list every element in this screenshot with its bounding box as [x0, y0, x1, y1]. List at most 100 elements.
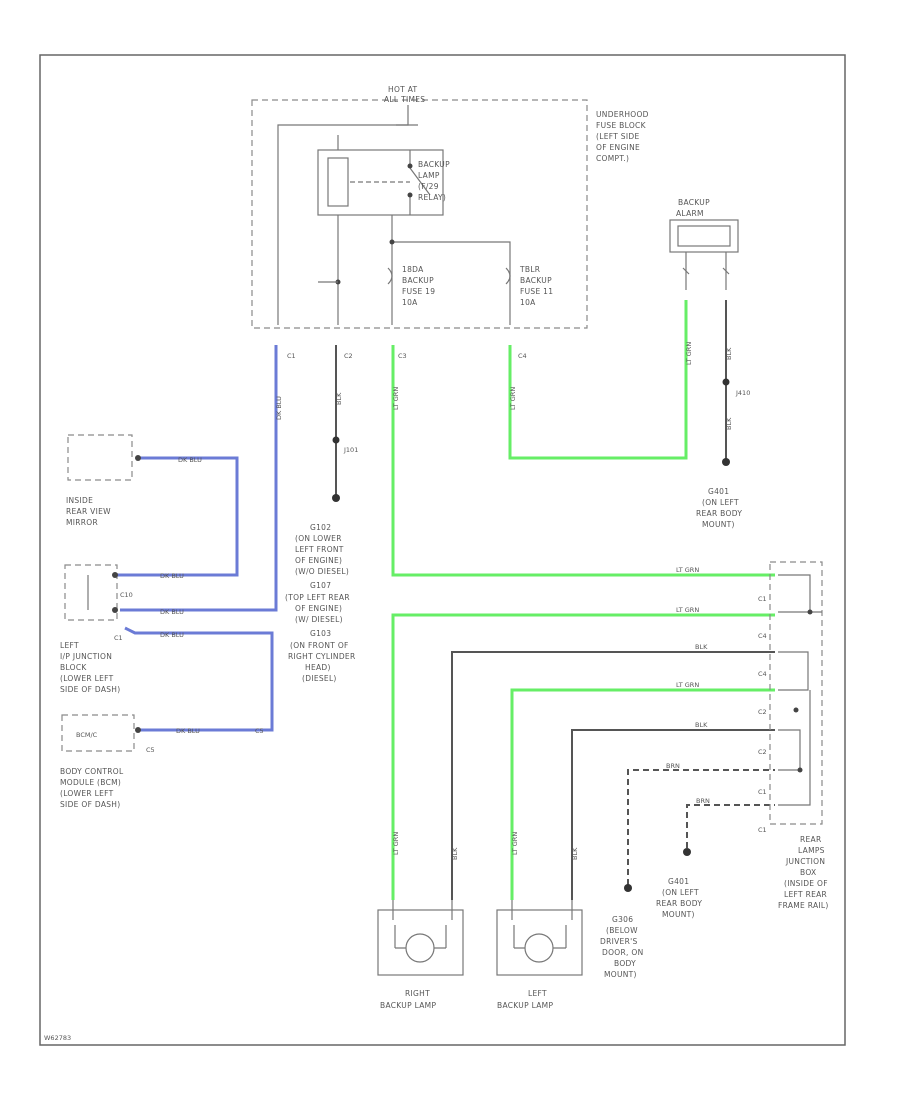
relay-label-1: BACKUP	[418, 160, 450, 169]
backup-alarm-label-1: BACKUP	[678, 198, 710, 207]
backup-alarm: BACKUP ALARM	[669, 198, 739, 290]
svg-text:RIGHT CYLINDER: RIGHT CYLINDER	[288, 652, 355, 661]
wire-blk-left-lamp	[571, 729, 775, 900]
wire-lt-grn-alarm	[508, 300, 688, 460]
wire-lt-grn-right-lamp	[391, 613, 775, 900]
lbl-blk-ll: BLK	[571, 847, 579, 860]
svg-text:REAR BODY: REAR BODY	[696, 509, 742, 518]
rear-lamps-junction-box: C1 C4 C4 C2 C2 C1 C1 REAR LAMPS JUNCTION…	[758, 561, 829, 910]
svg-text:G401: G401	[708, 487, 729, 496]
svg-text:REAR BODY: REAR BODY	[656, 899, 702, 908]
fuse19-label-4: 10A	[402, 298, 418, 307]
relay-label-2: LAMP	[418, 171, 440, 180]
fuse-block-pin-c3: C3	[398, 352, 407, 360]
svg-text:OF ENGINE): OF ENGINE)	[295, 556, 342, 565]
splice-j410	[722, 378, 730, 386]
lbl-c5-bcm: C5	[255, 727, 264, 735]
lbl-blk-h1: BLK	[695, 643, 708, 651]
ground-g401-bottom-label: G401 (ON LEFT REAR BODY MOUNT)	[656, 877, 702, 919]
svg-text:HEAD): HEAD)	[305, 663, 331, 672]
underhood-label-1: UNDERHOOD	[596, 110, 649, 119]
lbl-blk-h2: BLK	[695, 721, 708, 729]
right-lamp-label-1: RIGHT	[405, 989, 430, 998]
svg-text:MOUNT): MOUNT)	[662, 910, 695, 919]
lbl-dk-blu-bcm: DK BLU	[176, 727, 200, 735]
hot-at-label: HOT AT	[388, 85, 418, 94]
rl-pin-c1a: C1	[758, 595, 767, 603]
svg-text:(ON LEFT: (ON LEFT	[662, 888, 699, 897]
lbl-lt-grn-h1: LT GRN	[676, 566, 699, 574]
backup-relay: BACKUP LAMP (F/29 RELAY)	[317, 135, 450, 325]
lbl-lt-grn-rl: LT GRN	[392, 832, 400, 855]
fuse-block-pin-c1: C1	[287, 352, 296, 360]
lbl-lt-grn-alarm: LT GRN	[685, 342, 693, 365]
bcm-label-3: (LOWER LEFT	[60, 789, 114, 798]
fuse11-label-1: TBLR	[519, 265, 540, 274]
mirror-label-2: REAR VIEW	[66, 507, 111, 516]
lbl-c5-bcm-pin: C5	[146, 746, 155, 754]
lbl-blk-alarm: BLK	[725, 347, 733, 360]
underhood-label-2: FUSE BLOCK	[596, 121, 647, 130]
ground-g401-bottom	[683, 848, 691, 856]
svg-text:LEFT FRONT: LEFT FRONT	[295, 545, 344, 554]
lbl-j410: J410	[735, 389, 750, 397]
rl-pin-c4a: C4	[758, 632, 767, 640]
ground-g306-label: G306 (BELOW DRIVER'S DOOR, ON BODY MOUNT…	[600, 915, 643, 979]
svg-text:OF ENGINE): OF ENGINE)	[295, 604, 342, 613]
bcm-label-2: MODULE (BCM)	[60, 778, 121, 787]
fuse-block-pin-c4: C4	[518, 352, 527, 360]
svg-text:(ON LEFT: (ON LEFT	[702, 498, 739, 507]
svg-text:(DIESEL): (DIESEL)	[302, 674, 337, 683]
lbl-dk-blu-3: DK BLU	[160, 631, 184, 639]
lbl-lt-grn-ll: LT GRN	[511, 832, 519, 855]
underhood-label-4: OF ENGINE	[596, 143, 640, 152]
bcm-label-4: SIDE OF DASH)	[60, 800, 120, 809]
rl-label-7: FRAME RAIL)	[778, 901, 829, 910]
rl-label-3: JUNCTION	[785, 857, 825, 866]
ipjb-label-1: LEFT	[60, 641, 79, 650]
fuse19-label-3: FUSE 19	[402, 287, 435, 296]
rl-label-1: REAR	[800, 835, 822, 844]
rl-pin-c2a: C2	[758, 708, 767, 716]
lbl-dk-blu-mirror: DK BLU	[178, 456, 202, 464]
lbl-c1-ipjb: C1	[114, 634, 123, 642]
rl-pin-c2b: C2	[758, 748, 767, 756]
lbl-lt-grn-fuse19: LT GRN	[392, 387, 400, 410]
underhood-label-5: COMPT.)	[596, 154, 629, 163]
lbl-blk-alarm-2: BLK	[725, 417, 733, 430]
lbl-j101: J101	[343, 446, 358, 454]
svg-text:G401: G401	[668, 877, 689, 886]
bcm-connector-label: BCM/C	[76, 731, 98, 739]
underhood-label-3: (LEFT SIDE	[596, 132, 639, 141]
fuse19-label-1: 18DA	[402, 265, 424, 274]
rl-label-6: LEFT REAR	[784, 890, 827, 899]
lbl-dk-blu-1: DK BLU	[160, 572, 184, 580]
underhood-fuse-block: HOT AT ALL TIMES UNDERHOOD FUSE BLOCK (L…	[251, 85, 649, 329]
svg-text:MOUNT): MOUNT)	[604, 970, 637, 979]
svg-text:(ON FRONT OF: (ON FRONT OF	[290, 641, 349, 650]
wire-lt-grn-left-lamp	[510, 688, 775, 900]
fuse11-label-2: BACKUP	[520, 276, 552, 285]
ipjb-label-2: I/P JUNCTION	[60, 652, 112, 661]
wire-brn-g401	[686, 804, 775, 848]
ground-g306	[624, 884, 632, 892]
wire-dk-blu-fuse-block	[120, 345, 278, 612]
svg-text:G306: G306	[612, 915, 633, 924]
fuse11-label-4: 10A	[520, 298, 536, 307]
wire-brn-g306	[627, 769, 775, 885]
fuse11-label-3: FUSE 11	[520, 287, 553, 296]
relay-label-3: (F/29	[418, 182, 439, 191]
diagram-frame	[39, 54, 846, 1046]
fuse19-label-2: BACKUP	[402, 276, 434, 285]
right-backup-lamp: RIGHT BACKUP LAMP	[377, 900, 464, 1010]
lbl-lt-grn-h2: LT GRN	[676, 606, 699, 614]
body-control-module: BCM/C C5 BODY CONTROL MODULE (BCM) (LOWE…	[60, 714, 155, 809]
lbl-blk-rl: BLK	[451, 847, 459, 860]
ipjb-label-5: SIDE OF DASH)	[60, 685, 120, 694]
svg-text:MOUNT): MOUNT)	[702, 520, 735, 529]
left-lamp-label-2: BACKUP LAMP	[497, 1001, 553, 1010]
svg-text:(TOP LEFT REAR: (TOP LEFT REAR	[285, 593, 350, 602]
wire-lt-grn-fuse19-rear	[391, 345, 775, 577]
backup-alarm-label-2: ALARM	[676, 209, 704, 218]
